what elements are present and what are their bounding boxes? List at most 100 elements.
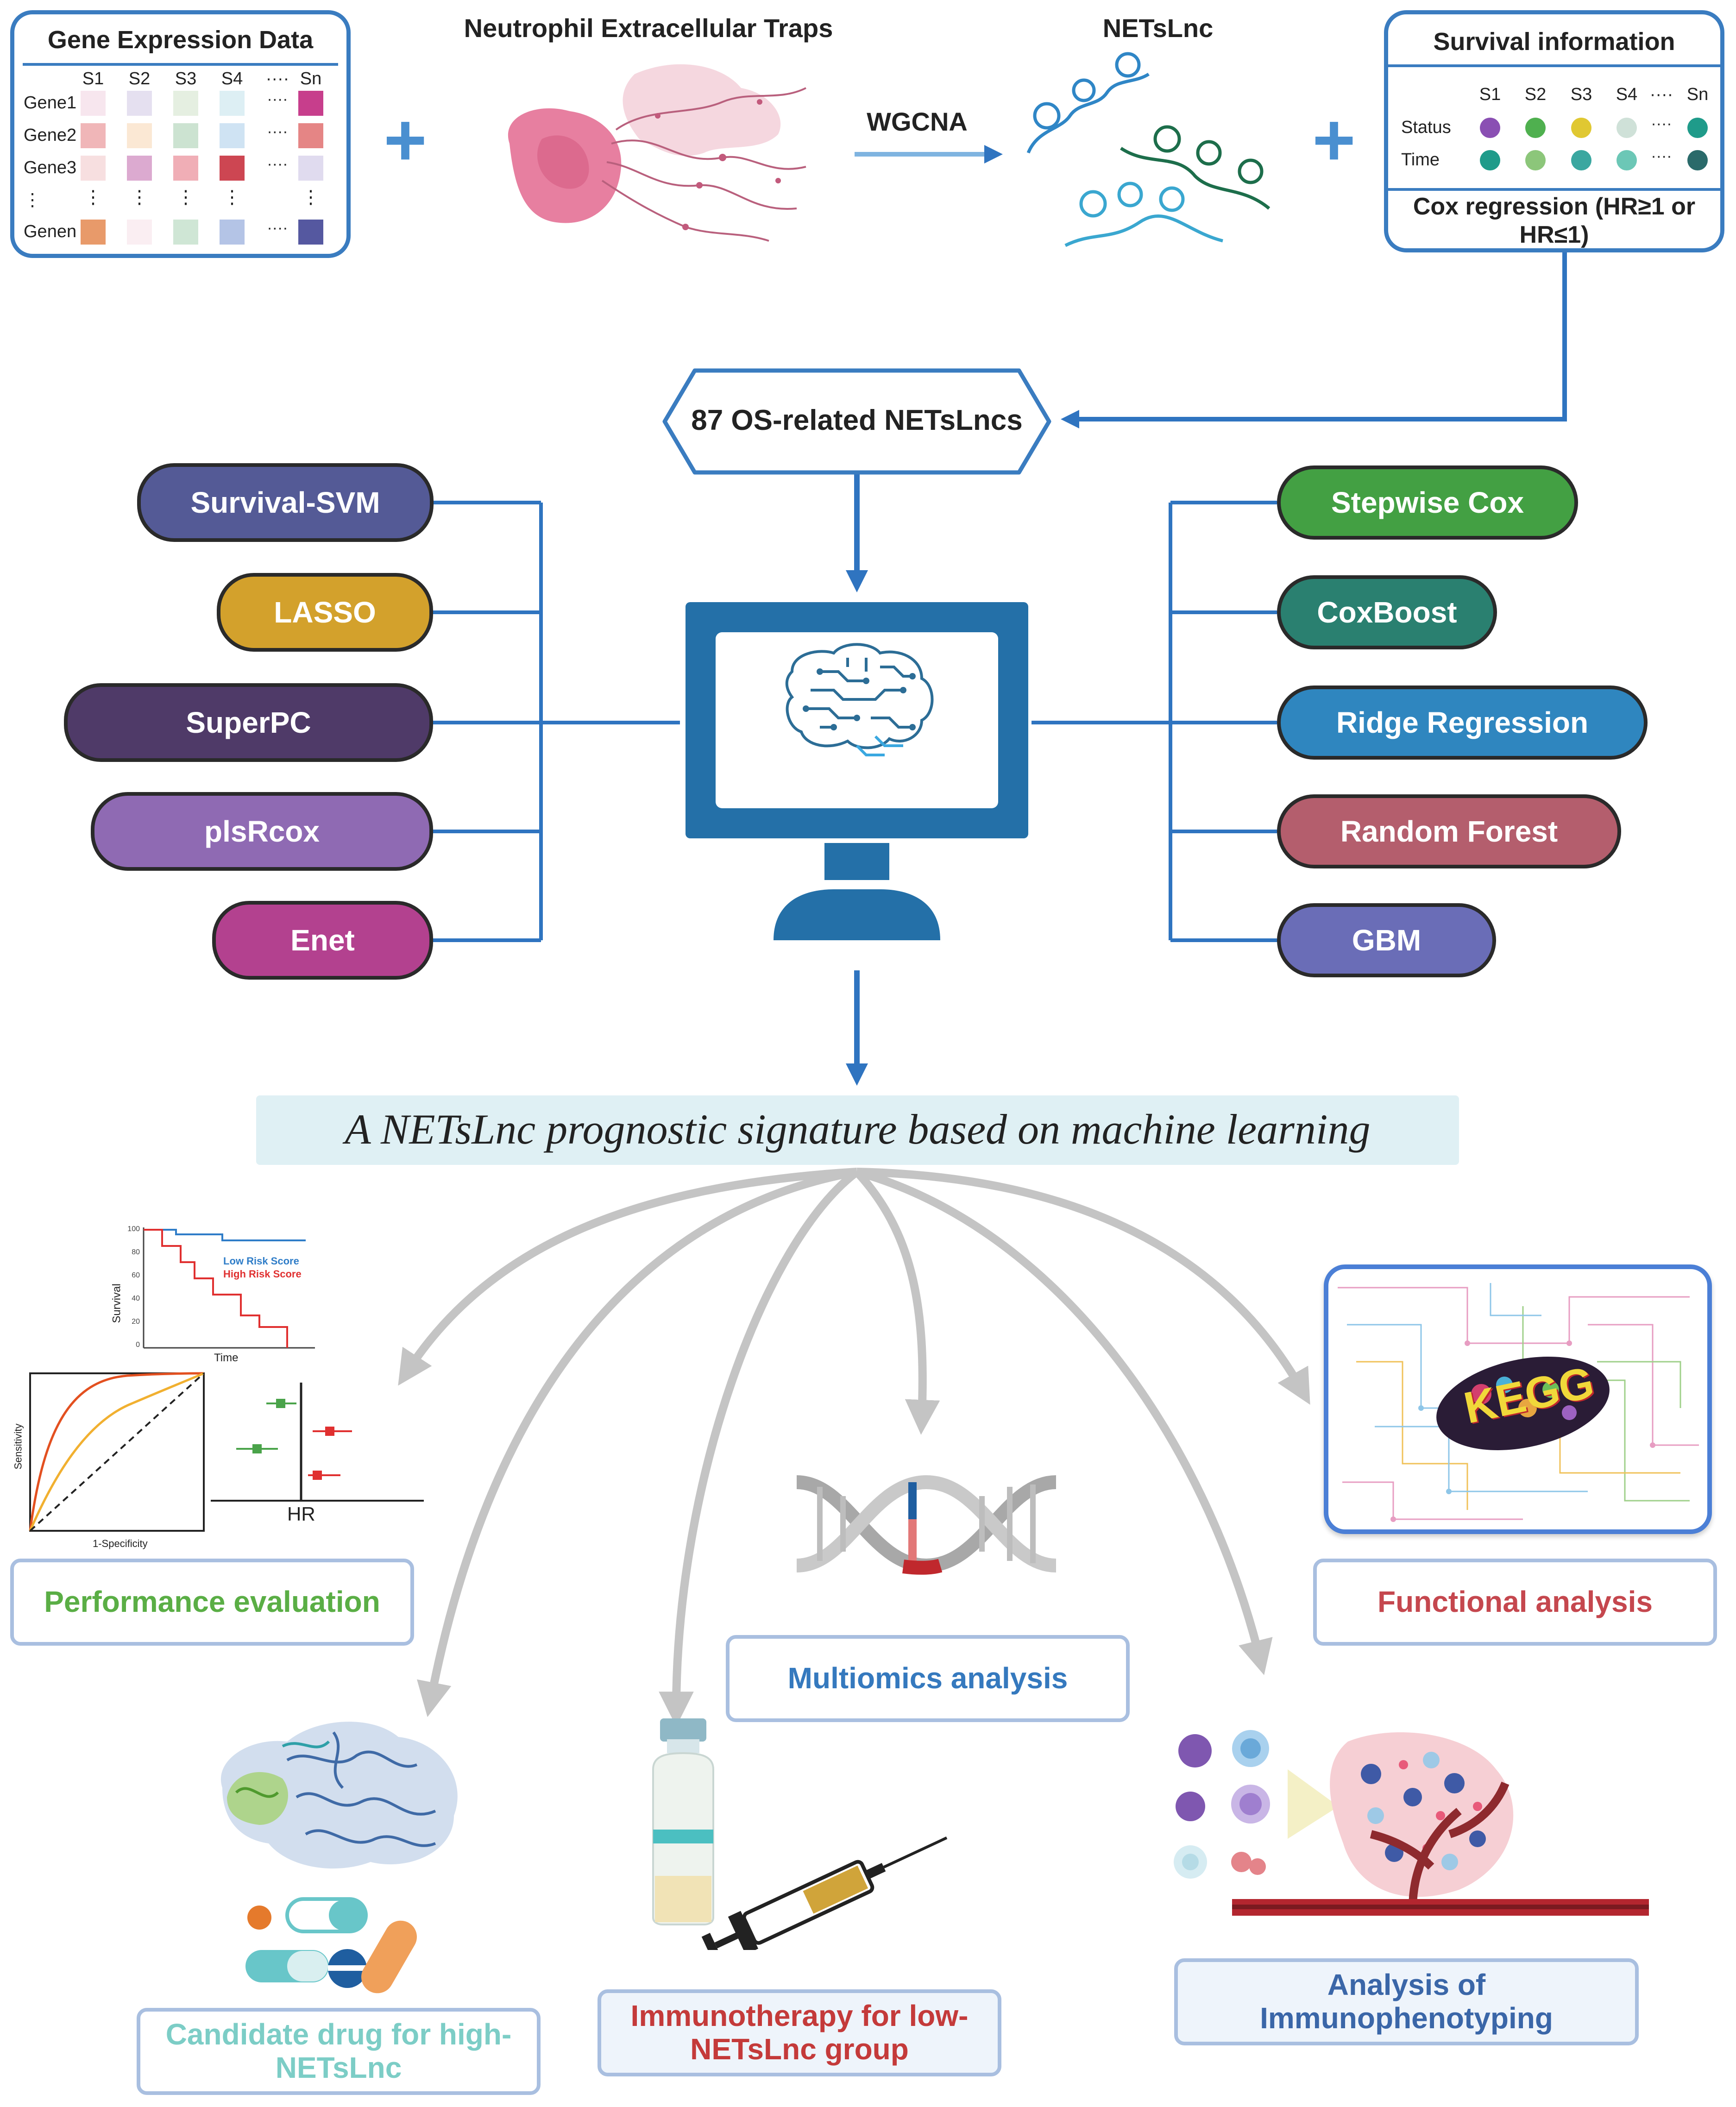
cox-regression-line1: Cox regression (HR≥1 or	[1413, 193, 1696, 220]
gene-table-row-label: Gene3	[24, 158, 77, 177]
immunotherapy-box: Immunotherapy for low- NETsLnc group	[598, 1989, 1001, 2076]
survival-to-os-connector	[1061, 252, 1567, 428]
arrow-to-multiomics	[854, 1169, 940, 1435]
survival-table-dot	[1616, 118, 1637, 138]
gene-table-row-label: ⋮	[24, 190, 41, 210]
multiomics-analysis-box: Multiomics analysis	[726, 1635, 1130, 1722]
survival-table-row-label: Status	[1401, 118, 1451, 137]
os-related-label: 87 OS-related NETsLncs	[691, 404, 1023, 436]
lncrna-illustration	[1026, 52, 1271, 247]
gene-table-cell	[81, 156, 106, 181]
arrow-to-functional	[856, 1168, 1310, 1405]
km-tick-label: 80	[132, 1248, 140, 1256]
functional-analysis-box: Functional analysis	[1313, 1559, 1717, 1646]
gene-table-cell	[220, 220, 245, 245]
dna-helix-illustration	[796, 1475, 1057, 1575]
survival-table-dot	[1525, 118, 1546, 138]
gene-table-cell	[127, 123, 152, 148]
gene-table-cell	[173, 220, 198, 245]
km-tick-label: 100	[127, 1225, 140, 1233]
left-methods-bracket	[433, 501, 680, 942]
km-xlabel: Time	[214, 1352, 239, 1364]
gene-table-cell	[173, 156, 198, 181]
survival-table-hdots: ····	[1651, 115, 1672, 132]
gene-table-col-header: S2	[128, 69, 151, 88]
survival-table-dot	[1571, 118, 1591, 138]
nets-title: Neutrophil Extracellular Traps	[464, 13, 833, 43]
forest-plot	[211, 1383, 424, 1502]
gene-table-cell	[298, 220, 323, 245]
gene-table-col-header: S4	[221, 69, 243, 88]
roc-ylabel: Sensitivity	[12, 1423, 24, 1470]
method-pill-stepwise-cox: Stepwise Cox	[1277, 465, 1578, 540]
gene-table-col-header: S3	[175, 69, 197, 88]
gene-table-cell	[127, 91, 152, 116]
km-ylabel: Survival	[110, 1283, 123, 1323]
signature-title: A NETsLnc prognostic signature based on …	[345, 1106, 1371, 1153]
performance-evaluation-box: Performance evaluation	[10, 1559, 414, 1646]
survival-table-dot	[1480, 150, 1500, 170]
gene-table-cell	[127, 156, 152, 181]
gene-table-hdots: ····	[267, 219, 288, 237]
arrow-to-phenotyping	[855, 1168, 1273, 1675]
netslnc-title: NETsLnc	[1102, 13, 1214, 43]
gene-table-cell	[298, 91, 323, 116]
performance-evaluation-label: Performance evaluation	[44, 1585, 380, 1619]
protein-structure-illustration	[220, 1722, 458, 1869]
survival-table-col-header: Sn	[1686, 85, 1709, 104]
outcome-arrows	[398, 1168, 1310, 1727]
method-pill-ridge-regression: Ridge Regression	[1277, 686, 1648, 760]
immunotherapy-label-line2: NETsLnc group	[690, 2032, 909, 2066]
gene-table-cell	[81, 123, 106, 148]
candidate-drug-label-line2: NETsLnc	[275, 2051, 402, 2084]
gene-table-vdots: ⋮	[223, 187, 241, 208]
km-survival-plot	[143, 1227, 315, 1349]
survival-mid-divider	[1388, 188, 1720, 191]
cox-regression-line2: HR≤1)	[1519, 221, 1589, 248]
signature-banner	[256, 1095, 1459, 1165]
gene-table-vdots: ⋮	[84, 187, 102, 208]
gene-table-col-header: Sn	[300, 69, 322, 88]
gene-title-underline	[23, 63, 338, 66]
computer-illustration	[686, 602, 1028, 940]
roc-plot	[29, 1372, 205, 1532]
method-pill-lasso: LASSO	[217, 573, 433, 652]
gene-table-cell	[298, 123, 323, 148]
arrow-to-candidate-drug	[417, 1168, 858, 1717]
neutrophil-illustration	[508, 64, 806, 242]
immunophenotyping-label-line1: Analysis of	[1327, 1968, 1486, 2002]
arrow-to-immunotherapy	[659, 1168, 860, 1727]
method-pill-coxboost: CoxBoost	[1277, 575, 1497, 649]
immune-tumor-illustration	[1174, 1730, 1649, 1916]
gene-table-cell	[220, 91, 245, 116]
plus-sign-1: +	[384, 98, 427, 181]
method-pill-plsrcox: plsRcox	[91, 792, 433, 871]
km-tick-label: 0	[136, 1341, 140, 1349]
survival-table-dot	[1571, 150, 1591, 170]
gene-table-row-label: Gene1	[24, 93, 77, 113]
immunophenotyping-box: Analysis of Immunophenotyping	[1174, 1958, 1639, 2045]
km-low-risk-label: Low Risk Score	[223, 1255, 299, 1267]
multiomics-analysis-label: Multiomics analysis	[787, 1661, 1068, 1695]
survival-info-title: Survival information	[1433, 28, 1675, 56]
km-tick-label: 20	[132, 1318, 140, 1326]
method-pill-survival-svm: Survival-SVM	[137, 463, 434, 542]
survival-table-col-header: S3	[1570, 85, 1592, 104]
gene-expression-title: Gene Expression Data	[47, 26, 314, 54]
survival-table-dot	[1480, 118, 1500, 138]
method-pill-superpc: SuperPC	[64, 683, 433, 762]
arrow-to-performance	[398, 1168, 857, 1386]
immunophenotyping-label-line2: Immunophenotyping	[1260, 2001, 1553, 2035]
gene-table-vdots: ⋮	[176, 187, 195, 208]
survival-table-col-header: S4	[1616, 85, 1638, 104]
survival-table-dot	[1525, 150, 1546, 170]
vial-syringe-illustration	[652, 1718, 948, 1950]
plus-sign-2: +	[1312, 98, 1356, 181]
kegg-network-lines	[1338, 1283, 1699, 1522]
gene-table-vdots: ⋮	[130, 187, 149, 208]
survival-table-col-header: ····	[1649, 85, 1673, 104]
drug-pills-illustration	[245, 1897, 417, 1994]
